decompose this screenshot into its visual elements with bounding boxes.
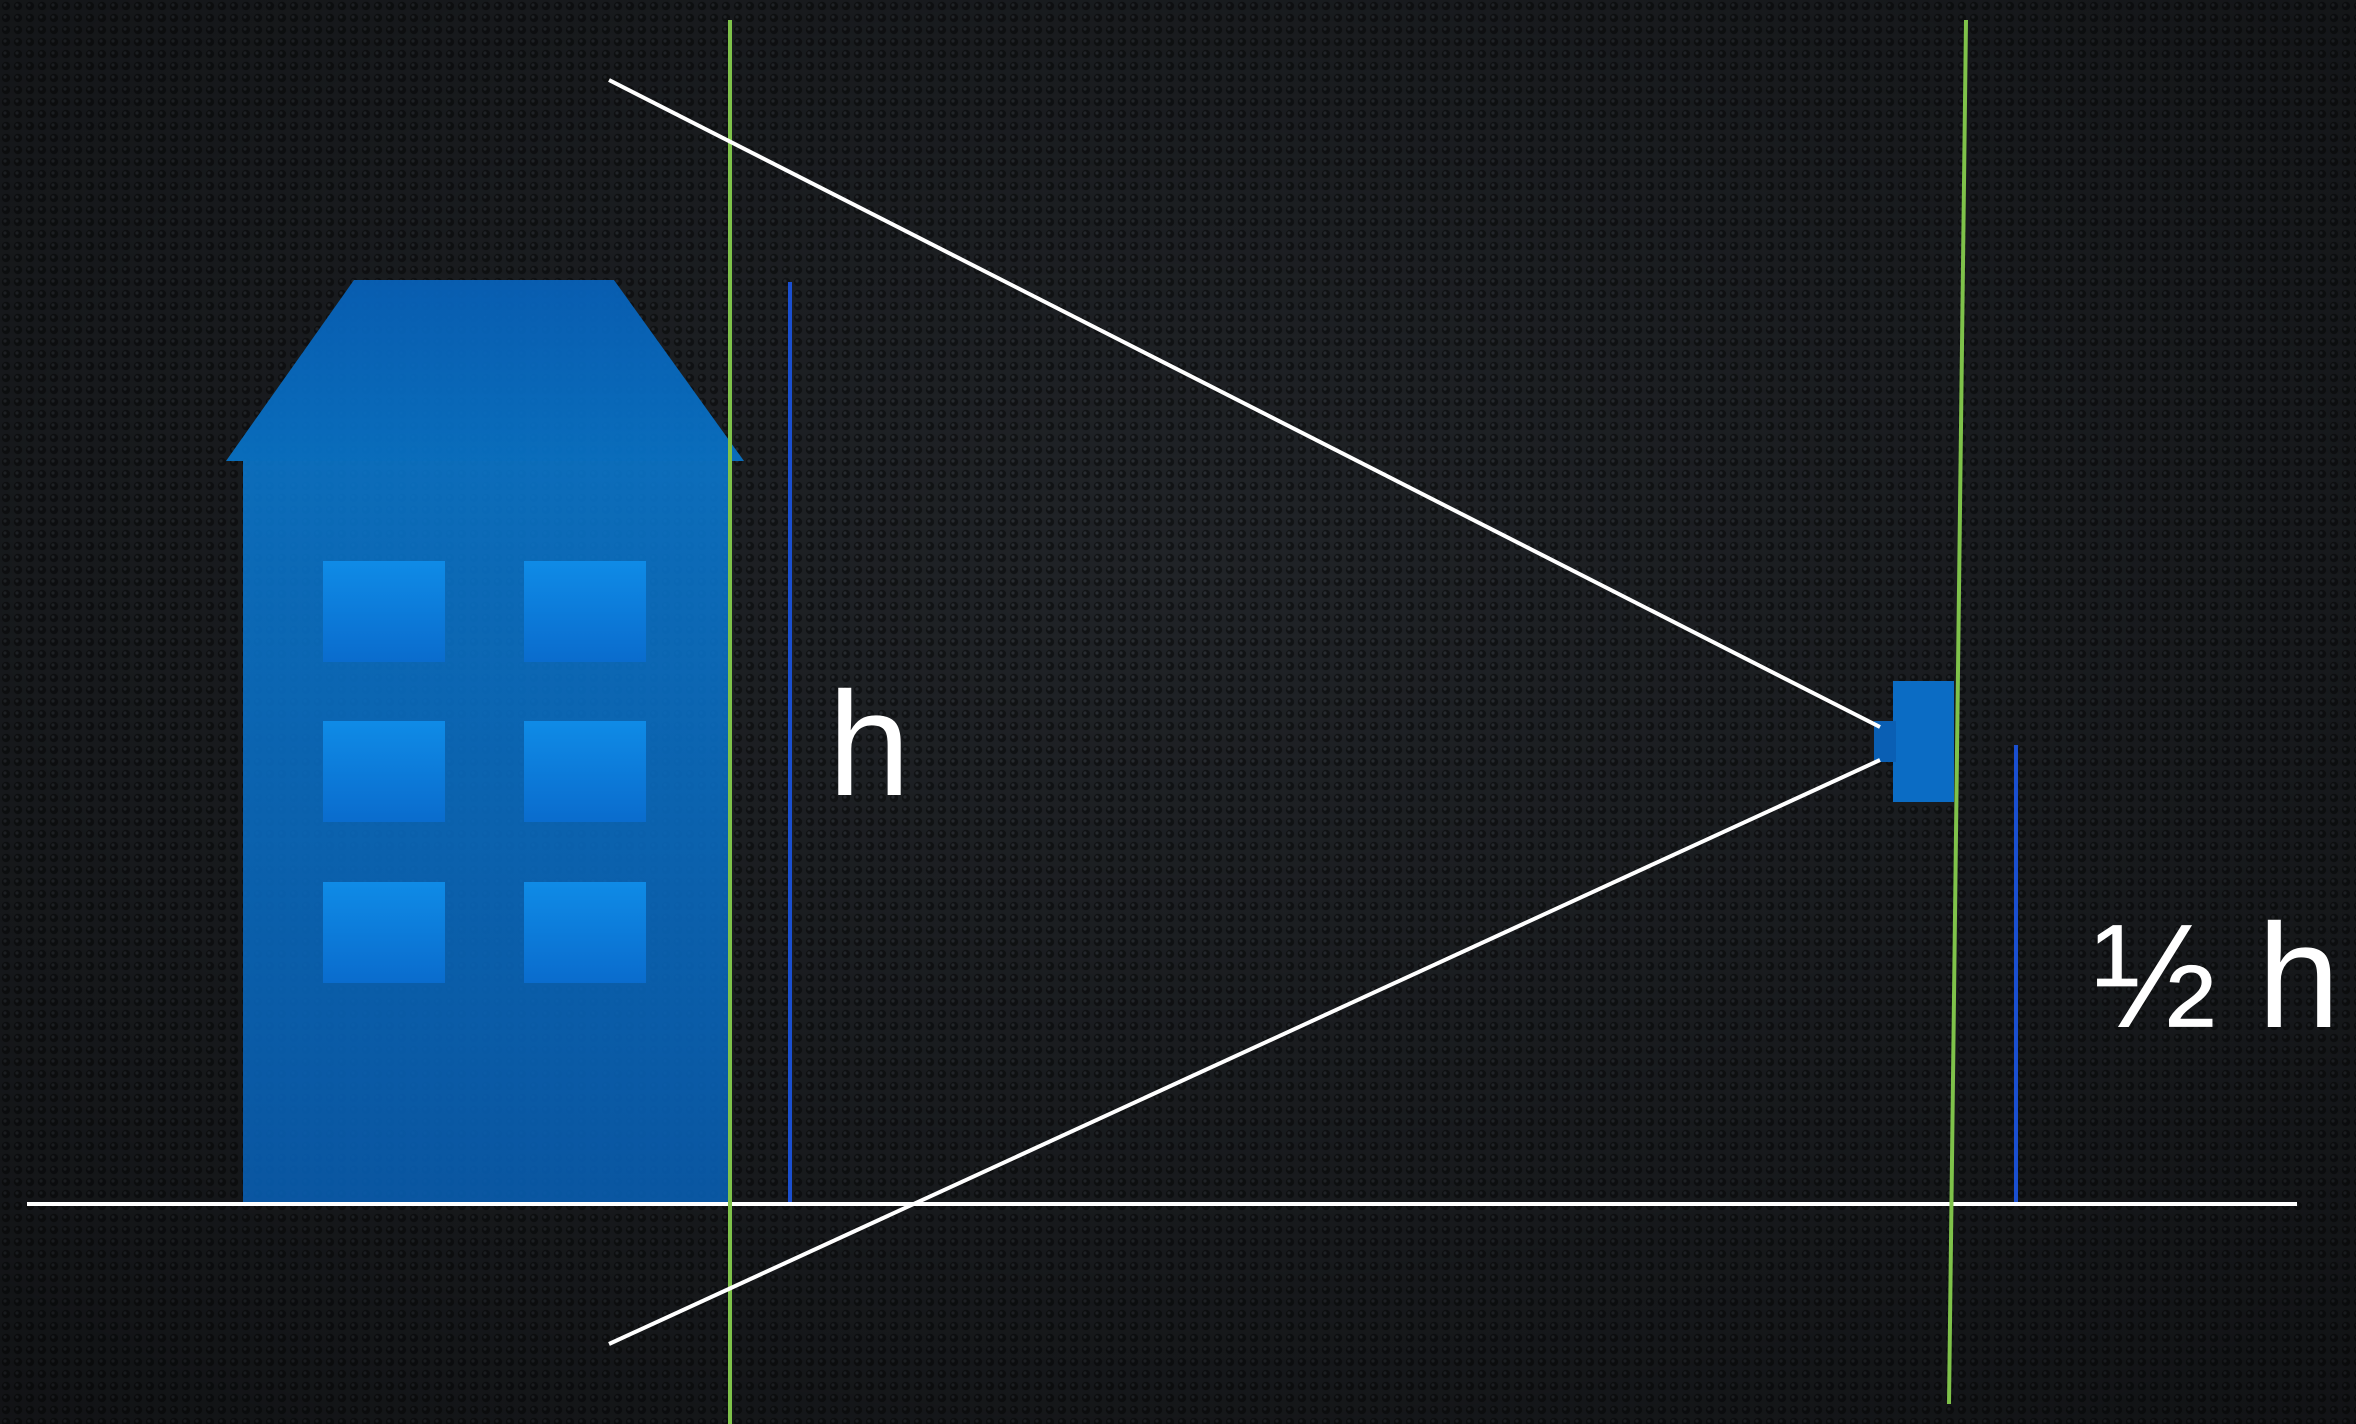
camera-height-label: ½ h [2093,894,2340,1059]
building-window [323,721,445,822]
building-window [323,561,445,662]
building-window [524,721,646,822]
building-window [524,882,646,983]
building-window [524,561,646,662]
building [226,280,744,1203]
camera-body [1893,681,1954,802]
building-window [323,882,445,983]
building-body [243,461,730,1203]
building-height-label: h [828,662,910,827]
